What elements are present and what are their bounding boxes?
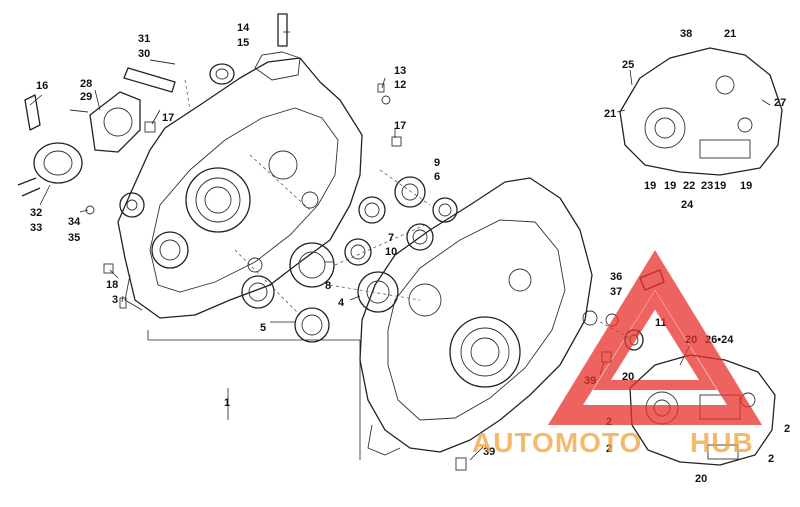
callout-2: 2 — [606, 443, 612, 455]
callout-10: 10 — [385, 246, 397, 258]
callout-8: 8 — [325, 280, 331, 292]
bearing-4 — [357, 271, 399, 313]
watermark-text-automoto: AUTOMOTO — [472, 427, 642, 458]
callout-18: 18 — [106, 279, 118, 291]
callout-34: 34 — [68, 216, 81, 228]
bearing-9 — [394, 176, 426, 208]
seal-6 — [432, 197, 458, 223]
callout-16: 16 — [36, 80, 48, 92]
callout-32: 32 — [30, 207, 42, 219]
callout-29: 29 — [80, 91, 92, 103]
upper-right-inset-cover — [619, 47, 783, 176]
callout-14: 14 — [237, 22, 250, 34]
watermark-text-hub: HUB — [690, 427, 754, 458]
callout-21: 21 — [724, 28, 736, 40]
callout-6: 6 — [434, 171, 440, 183]
callout-39: 39 — [483, 446, 495, 458]
callout-17: 17 — [162, 112, 174, 124]
callout-33: 33 — [30, 222, 42, 234]
bearing-7 — [406, 223, 434, 251]
callout-12: 12 — [394, 79, 406, 91]
bearing-group — [241, 176, 458, 343]
callout-5: 5 — [260, 322, 266, 334]
callout-28: 28 — [80, 78, 92, 90]
callout-19: 19 — [644, 180, 656, 192]
callout-4: 4 — [338, 297, 345, 309]
callout-1: 1 — [224, 397, 230, 409]
leader-lines — [29, 31, 771, 461]
callout-17: 17 — [394, 120, 406, 132]
right-crankcase-half — [359, 177, 593, 456]
callout-labels: 1 2 2 2 2 3 4 5 6 7 8 9 10 11 12 13 14 1… — [30, 22, 790, 485]
bearing-9b — [358, 196, 386, 224]
callout-19: 19 — [664, 180, 676, 192]
callout-15: 15 — [237, 37, 249, 49]
callout-38: 38 — [680, 28, 692, 40]
callout-13: 13 — [394, 65, 406, 77]
callout-31: 31 — [138, 33, 150, 45]
oil-pump-assembly — [17, 67, 176, 274]
bearing-3 — [241, 275, 275, 309]
callout-19: 19 — [740, 180, 752, 192]
watermark-triangle-icon — [548, 250, 762, 425]
left-crankcase-half — [117, 51, 363, 319]
bearing-8 — [289, 242, 335, 288]
callout-30: 30 — [138, 48, 150, 60]
callout-2: 2 — [784, 423, 790, 435]
callout-35: 35 — [68, 232, 80, 244]
callout-25: 25 — [622, 59, 634, 71]
callout-2: 2 — [768, 453, 774, 465]
callout-19: 19 — [714, 180, 726, 192]
small-parts — [149, 13, 402, 147]
callout-22: 22 — [683, 180, 695, 192]
bearing-5 — [294, 307, 330, 343]
callout-37: 37 — [610, 286, 622, 298]
callout-27: 27 — [774, 97, 786, 109]
callout-3: 3 — [112, 294, 118, 306]
automotohub-watermark: AUTOMOTO HUB — [472, 250, 762, 458]
callout-24: 24 — [681, 199, 694, 211]
callout-23: 23 — [701, 180, 713, 192]
callout-11: 11 — [655, 317, 667, 329]
bearing-10 — [344, 238, 372, 266]
callout-7: 7 — [388, 232, 394, 244]
callout-36: 36 — [610, 271, 622, 283]
callout-20: 20 — [695, 473, 707, 485]
watermark-inner-triangle-icon — [592, 290, 718, 390]
callout-26-24: 26•24 — [705, 334, 734, 346]
callout-21: 21 — [604, 108, 616, 120]
callout-9: 9 — [434, 157, 440, 169]
alignment-lines — [184, 79, 631, 339]
